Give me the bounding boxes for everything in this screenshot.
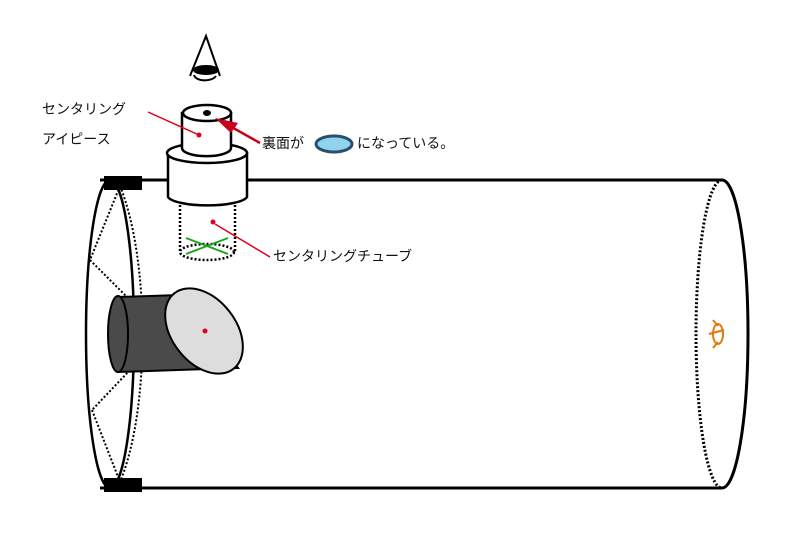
eyepiece-pointer-line (147, 111, 200, 136)
back-side-arrow (215, 118, 261, 145)
centering-tube-cross (185, 237, 229, 255)
tube-clamp-top (104, 176, 142, 190)
back-side-label-prefix: 裏面が (262, 136, 304, 152)
reflective-face-icon (314, 134, 354, 154)
centering-tube-mark (210, 219, 216, 225)
tube-clamp-bottom (104, 478, 142, 492)
diagonal-mirror-center-mark (202, 328, 208, 334)
spider-vanes (89, 185, 144, 483)
centering-tube-label: センタリングチューブ (273, 249, 413, 265)
tube-back-end (721, 178, 750, 490)
eyepiece-peephole (203, 110, 211, 116)
centering-eyepiece-label-line2: アイピース (42, 132, 111, 148)
centering-eyepiece-label-line1: センタリング (42, 102, 126, 118)
tube-pointer-line (214, 223, 271, 258)
diagonal-mirror (107, 287, 244, 375)
eye-icon (189, 33, 221, 82)
tube-back-end-hidden (694, 178, 723, 490)
back-side-label-suffix: になっている。 (357, 136, 455, 152)
centering-tube (178, 205, 237, 262)
primary-mirror-clip-icon (708, 319, 725, 349)
centering-eyepiece (180, 103, 233, 158)
